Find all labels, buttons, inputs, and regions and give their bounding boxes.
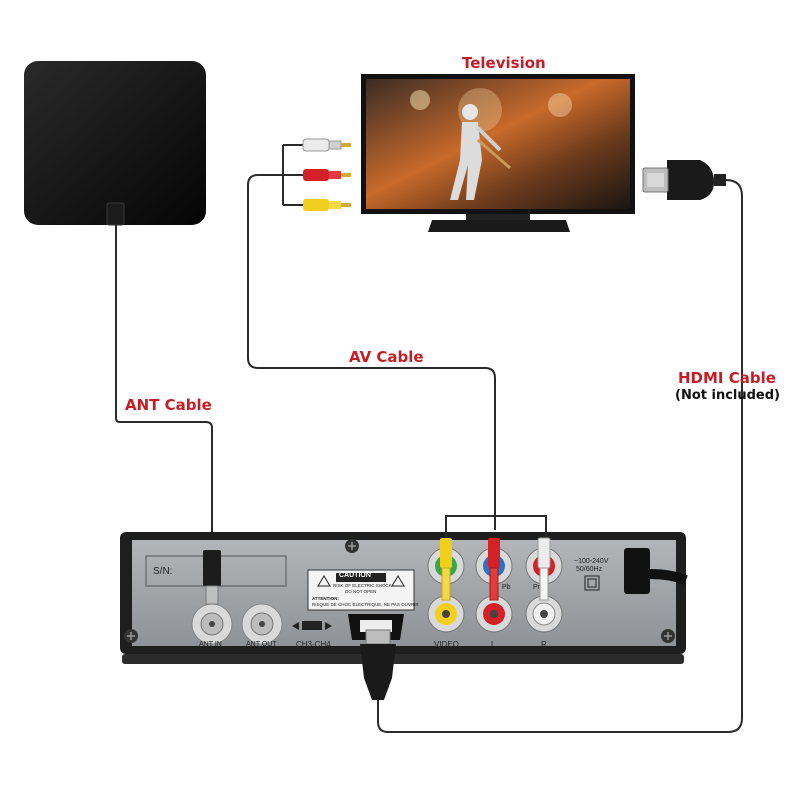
screw-icon bbox=[124, 629, 138, 643]
channel-switch bbox=[292, 621, 332, 630]
ant-in-label: ANT IN bbox=[199, 641, 222, 648]
rca-plug-red-inserted bbox=[488, 538, 500, 601]
tv-screen bbox=[366, 79, 630, 209]
batter-figure bbox=[450, 104, 511, 200]
ant-out-jack bbox=[241, 603, 283, 645]
caution-title: CAUTION bbox=[339, 572, 371, 579]
television bbox=[361, 74, 635, 232]
av-cable-split-device bbox=[445, 515, 547, 538]
ant-in-jack bbox=[191, 603, 233, 645]
tv-stand bbox=[428, 220, 570, 232]
left-audio-label: L bbox=[491, 640, 496, 649]
caution-line-2: DO NOT OPEN bbox=[345, 589, 377, 594]
jack-r-white bbox=[525, 595, 563, 633]
hdmi-plug-tv bbox=[642, 160, 726, 200]
receiver-box bbox=[120, 515, 688, 664]
screw-icon bbox=[661, 629, 675, 643]
tv-neck bbox=[466, 214, 530, 220]
rca-plug-white-inserted bbox=[537, 537, 551, 601]
av-cable-wire bbox=[247, 174, 496, 530]
av-cable-label: AV Cable bbox=[349, 348, 424, 366]
right-audio-label: R bbox=[541, 640, 547, 649]
jack-pb-label: Pb bbox=[502, 584, 511, 591]
channel-switch-label: CH3-CH4 bbox=[296, 640, 331, 649]
television-label: Television bbox=[462, 54, 546, 72]
rca-plug-red bbox=[303, 169, 351, 181]
serial-label: S/N: bbox=[153, 566, 173, 577]
jack-l-red bbox=[475, 595, 513, 633]
jack-pr-label: Pr bbox=[533, 584, 540, 591]
power-spec-voltage: ~100-240V bbox=[574, 558, 609, 565]
jack-video-yellow bbox=[427, 595, 465, 633]
power-spec-frequency: 50/60Hz bbox=[576, 566, 603, 573]
av-cable-branches bbox=[283, 144, 305, 206]
warning-icon bbox=[317, 575, 331, 587]
screw-icon bbox=[345, 539, 359, 553]
antenna-connector bbox=[106, 202, 125, 226]
ant-cable-plug bbox=[203, 550, 221, 605]
ant-cable-wire bbox=[115, 225, 213, 552]
hdmi-plug-receiver bbox=[360, 629, 396, 700]
rca-plug-yellow-inserted bbox=[440, 538, 452, 601]
hdmi-cable-wire bbox=[377, 179, 743, 733]
hdmi-cable-label: HDMI Cable bbox=[678, 369, 776, 387]
antenna-panel bbox=[24, 61, 206, 225]
attention-title: ATTENTION: bbox=[312, 596, 339, 601]
hdmi-not-included-note: (Not included) bbox=[675, 388, 780, 403]
attention-text: RISQUE DE CHOC ELECTRIQUE, NE PAS OUVRIR bbox=[312, 602, 419, 607]
rca-plug-white bbox=[302, 138, 351, 152]
power-cord bbox=[624, 548, 688, 594]
ant-cable-label: ANT Cable bbox=[125, 396, 212, 414]
caution-line-1: RISK OF ELECTRIC SHOCK bbox=[333, 583, 392, 588]
ant-out-label: ANT OUT bbox=[246, 641, 277, 648]
video-label: VIDEO bbox=[434, 640, 459, 649]
warning-icon bbox=[391, 575, 405, 587]
antenna bbox=[24, 61, 206, 226]
rca-plug-yellow bbox=[303, 199, 351, 211]
double-insulation-icon bbox=[584, 575, 600, 591]
